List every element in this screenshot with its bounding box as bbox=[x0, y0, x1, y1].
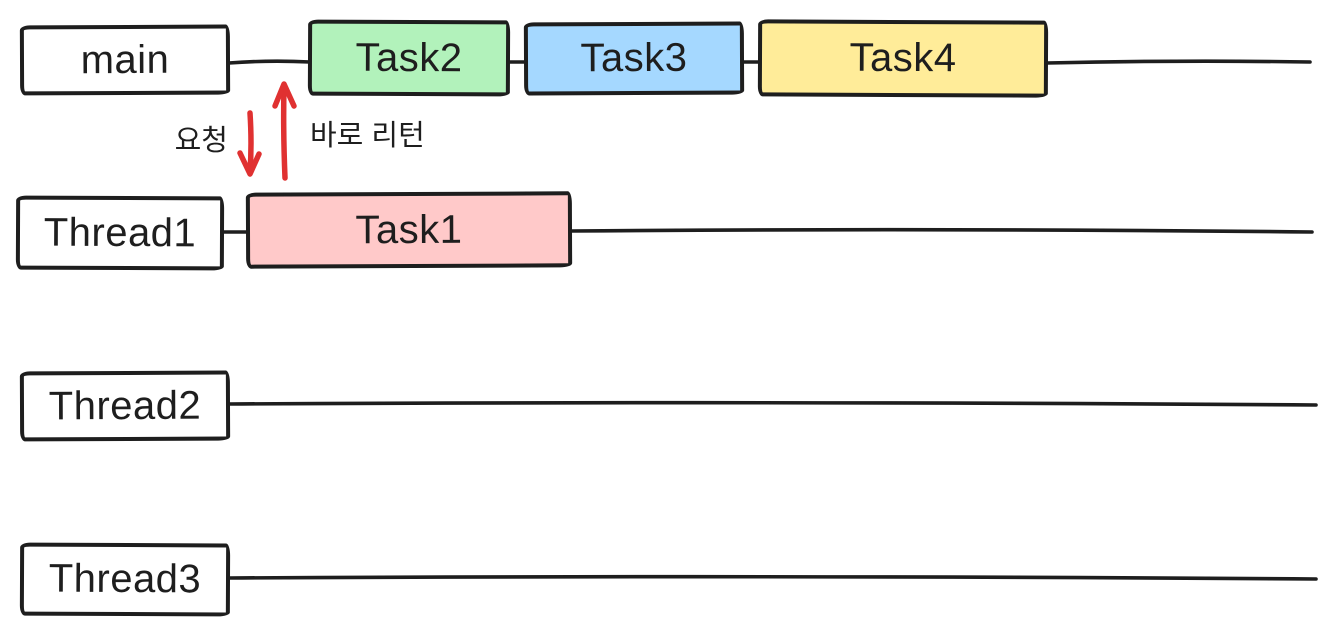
task3-label: Task3 bbox=[580, 35, 688, 81]
thread2-lane-box: Thread2 bbox=[19, 370, 231, 442]
immediate-return-label: 바로 리턴 bbox=[310, 120, 425, 152]
request-arrow-down bbox=[237, 110, 262, 177]
return-arrow-up bbox=[272, 81, 297, 181]
main-lane-label: main bbox=[80, 37, 170, 82]
thread2-timeline bbox=[227, 400, 1318, 407]
task4-box: Task4 bbox=[757, 19, 1049, 98]
thread3-timeline bbox=[227, 574, 1318, 581]
thread1-timeline-tail bbox=[568, 227, 1314, 234]
task2-label: Task2 bbox=[355, 35, 463, 80]
thread3-lane-label: Thread3 bbox=[48, 556, 202, 602]
main-timeline-tail bbox=[1045, 59, 1312, 65]
thread1-lane-label: Thread1 bbox=[43, 210, 197, 255]
main-to-task2-line bbox=[227, 59, 312, 65]
task1-label: Task1 bbox=[355, 207, 463, 252]
main-lane-box: main bbox=[19, 24, 231, 96]
thread2-lane-label: Thread2 bbox=[48, 383, 202, 428]
task1-box: Task1 bbox=[245, 191, 573, 269]
task3-box: Task3 bbox=[523, 21, 745, 96]
task2-box: Task2 bbox=[307, 19, 511, 97]
task4-label: Task4 bbox=[849, 35, 957, 81]
thread1-lane-box: Thread1 bbox=[15, 195, 225, 271]
request-label: 요청 bbox=[174, 125, 228, 157]
thread3-lane-box: Thread3 bbox=[19, 542, 231, 617]
